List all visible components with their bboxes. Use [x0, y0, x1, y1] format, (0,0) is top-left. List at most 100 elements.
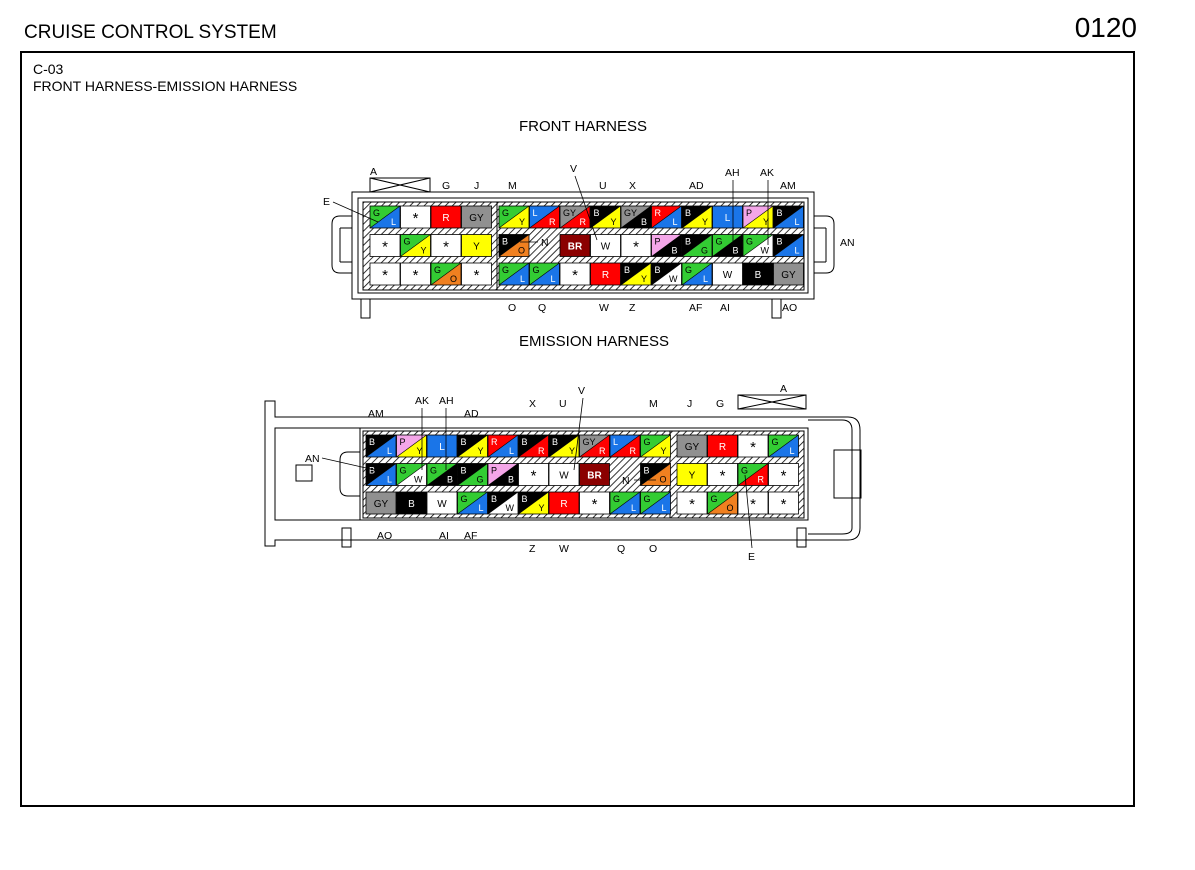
svg-text:B: B [369, 437, 375, 447]
emission-left-pin-r0-c8: LR [609, 434, 641, 458]
emission-label-q: Q [617, 543, 625, 555]
svg-text:L: L [439, 442, 445, 453]
front-right-pin-r1-c7: GB [712, 234, 743, 257]
svg-text:*: * [531, 468, 537, 485]
svg-text:GY: GY [685, 442, 700, 453]
svg-text:L: L [391, 217, 396, 227]
svg-text:B: B [502, 237, 508, 247]
front-right-pin-r1-c3: W [590, 234, 621, 257]
emission-label-ai: AI [439, 530, 449, 542]
page-title: CRUISE CONTROL SYSTEM [24, 22, 277, 43]
front-right-pin-r1-c0: BO [498, 234, 530, 257]
front-right-pin-r0-c8: PY [742, 205, 774, 229]
front-label-z: Z [629, 302, 636, 314]
front-label-o: O [508, 302, 516, 314]
front-right-pin-r1-c8: GW [742, 234, 774, 257]
emission-label-v: V [578, 385, 585, 397]
svg-text:B: B [369, 466, 375, 476]
emission-left-pin-r2-c5: BY [518, 491, 549, 515]
emission-left-pin-r0-c3: BY [457, 434, 488, 458]
svg-text:B: B [461, 466, 467, 476]
svg-text:B: B [408, 499, 415, 510]
svg-text:GY: GY [781, 270, 796, 281]
emission-label-n: N [622, 475, 630, 487]
emission-right-pin-r1-c0: Y [676, 463, 708, 486]
svg-text:G: G [644, 437, 651, 447]
emission-right-pin-r2-c1: GO [707, 491, 738, 515]
svg-text:*: * [413, 267, 419, 284]
emission-right-pin-r2-c2: * [737, 491, 769, 515]
svg-text:GY: GY [469, 213, 484, 224]
emission-label-z: Z [529, 543, 536, 555]
emission-label-u: U [559, 398, 567, 410]
front-label-g: G [442, 180, 450, 192]
svg-text:R: R [599, 446, 606, 456]
front-right-pin-r0-c3: BY [590, 205, 621, 229]
svg-text:GY: GY [624, 208, 637, 218]
front-right-pin-r1-c4: * [620, 234, 652, 257]
svg-text:G: G [746, 237, 753, 247]
svg-text:B: B [655, 265, 661, 275]
svg-text:G: G [476, 475, 483, 485]
svg-text:W: W [669, 274, 678, 284]
svg-text:L: L [794, 217, 799, 227]
emission-right-pin-r0-c3: GL [768, 434, 799, 458]
main-frame [20, 51, 1135, 807]
svg-text:B: B [594, 208, 600, 218]
svg-text:B: B [671, 246, 677, 256]
svg-text:B: B [644, 466, 650, 476]
svg-text:Y: Y [641, 274, 647, 284]
emission-left-pin-r1-c3: BG [457, 463, 488, 486]
emission-label-w: W [559, 543, 569, 555]
front-right-pin-r0-c9: BL [773, 205, 804, 229]
emission-left-pin-r1-c1: GW [396, 463, 427, 486]
svg-text:BR: BR [568, 242, 583, 253]
svg-text:B: B [777, 208, 783, 218]
svg-text:Y: Y [689, 471, 696, 482]
front-right-pin-r0-c0: GY [498, 205, 530, 229]
svg-text:*: * [633, 239, 639, 256]
front-right-pin-r0-c2: GYR [559, 205, 591, 229]
svg-text:O: O [450, 274, 457, 284]
svg-text:R: R [758, 475, 765, 485]
emission-left-pin-r0-c7: GYR [579, 434, 610, 458]
svg-text:L: L [789, 446, 794, 456]
emission-left-pin-r1-c4: PB [487, 463, 519, 486]
svg-text:W: W [723, 270, 733, 281]
svg-text:R: R [538, 446, 545, 456]
svg-text:Y: Y [763, 217, 769, 227]
svg-text:Y: Y [477, 446, 483, 456]
emission-left-pin-r1-c2: GB [426, 463, 458, 486]
emission-harness-title: EMISSION HARNESS [518, 333, 670, 350]
svg-text:B: B [685, 237, 691, 247]
svg-text:G: G [644, 494, 651, 504]
emission-label-ah: AH [439, 395, 454, 407]
emission-label-ao: AO [377, 530, 392, 542]
svg-text:*: * [781, 496, 787, 513]
emission-left-pin-r0-c2: L [426, 434, 458, 458]
svg-text:G: G [502, 208, 509, 218]
emission-right-pin-r1-c2: GR [737, 463, 769, 486]
emission-label-an: AN [305, 453, 320, 465]
svg-text:*: * [474, 267, 480, 284]
front-left-pin-r0-c0: GL [369, 205, 401, 229]
front-left-pin-r2-c3: * [461, 262, 492, 286]
svg-text:B: B [641, 217, 647, 227]
svg-text:G: G [373, 208, 380, 218]
front-label-a: A [370, 166, 377, 178]
svg-text:W: W [506, 503, 515, 513]
emission-label-o: O [649, 543, 657, 555]
emission-left-pin-r0-c9: GY [640, 434, 671, 458]
svg-text:R: R [655, 208, 662, 218]
svg-text:*: * [572, 267, 578, 284]
front-label-am: AM [780, 180, 796, 192]
svg-text:L: L [550, 274, 555, 284]
svg-text:G: G [434, 265, 441, 275]
svg-text:P: P [655, 237, 661, 247]
svg-text:*: * [592, 496, 598, 513]
svg-text:B: B [491, 494, 497, 504]
svg-text:*: * [720, 468, 726, 485]
emission-left-pin-r1-c5: * [518, 463, 549, 486]
svg-text:*: * [443, 239, 449, 256]
front-left-pin-r2-c0: * [369, 262, 401, 286]
